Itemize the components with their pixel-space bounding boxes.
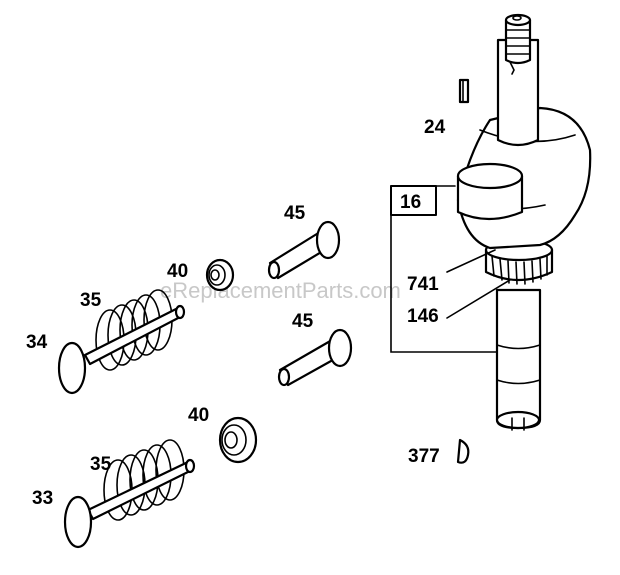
label-24: 24	[424, 117, 446, 138]
label-35-lower: 35	[90, 454, 112, 475]
leader-146	[446, 279, 511, 319]
valve-spring-retainer-lower[interactable]	[218, 416, 258, 464]
label-33: 33	[32, 488, 53, 509]
leader-741	[446, 249, 496, 273]
crankshaft-assembly-box	[390, 185, 498, 353]
valve-exhaust-34[interactable]	[57, 304, 186, 395]
label-40-upper: 40	[167, 261, 188, 282]
valve-intake-33[interactable]	[63, 458, 196, 549]
label-16: 16	[400, 192, 421, 213]
label-40-lower: 40	[188, 405, 209, 426]
label-146: 146	[407, 306, 439, 327]
watermark-text: eReplacementParts.com	[160, 278, 401, 303]
label-35-upper: 35	[80, 290, 102, 311]
valve-tappet-lower[interactable]	[277, 328, 353, 387]
label-34: 34	[26, 332, 48, 353]
valve-tappet-upper[interactable]	[267, 220, 341, 280]
label-377: 377	[408, 446, 440, 467]
woodruff-key-24[interactable]	[458, 78, 470, 104]
label-741: 741	[407, 274, 439, 295]
label-45-lower: 45	[292, 311, 314, 332]
crankshaft[interactable]	[456, 13, 592, 431]
label-45-upper: 45	[284, 203, 306, 224]
key-377[interactable]	[456, 438, 470, 464]
valve-spring-retainer-upper[interactable]	[205, 258, 235, 292]
